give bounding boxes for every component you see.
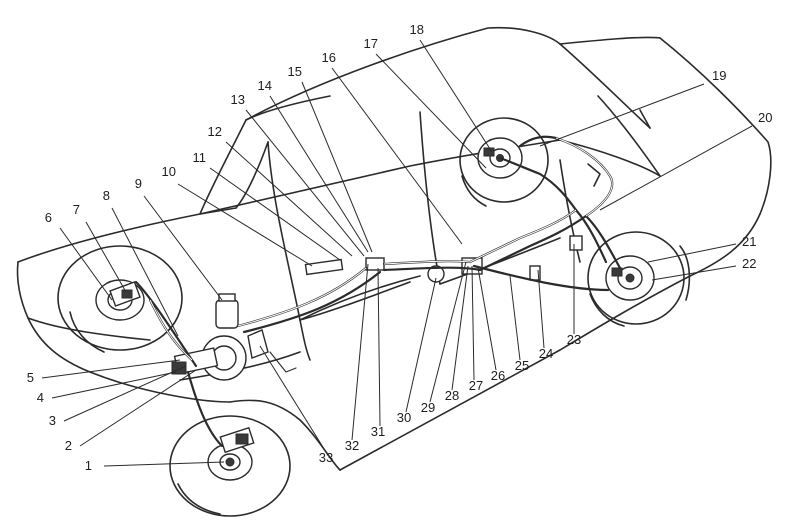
callout-label-4: 4 bbox=[37, 390, 44, 405]
callout-label-5: 5 bbox=[27, 370, 34, 385]
callout-label-6: 6 bbox=[45, 210, 52, 225]
leader-line-6 bbox=[59, 227, 113, 301]
leader-line-1 bbox=[103, 461, 225, 467]
callout-label-22: 22 bbox=[742, 256, 756, 271]
leader-line-4 bbox=[51, 371, 177, 399]
callout-label-30: 30 bbox=[397, 410, 411, 425]
callout-label-29: 29 bbox=[421, 400, 435, 415]
brake-fluid-reservoir bbox=[215, 299, 239, 329]
callout-label-11: 11 bbox=[193, 150, 207, 165]
callout-label-2: 2 bbox=[65, 438, 72, 453]
leader-line-30 bbox=[405, 277, 437, 413]
callout-label-14: 14 bbox=[258, 78, 272, 93]
callout-leaders bbox=[41, 39, 753, 467]
leader-line-7 bbox=[85, 221, 127, 293]
front-right-wheel bbox=[169, 415, 291, 517]
leader-line-25 bbox=[509, 275, 521, 361]
leader-line-13 bbox=[245, 109, 365, 257]
tee-connector bbox=[365, 257, 385, 271]
leader-line-9 bbox=[143, 195, 223, 301]
pressure-regulator bbox=[569, 235, 583, 251]
rear-right-drum-brake bbox=[605, 255, 655, 301]
front-right-disc-brake bbox=[207, 426, 255, 481]
callout-label-24: 24 bbox=[539, 346, 553, 361]
leader-line-20 bbox=[599, 125, 753, 211]
front-left-wheel bbox=[57, 245, 183, 351]
callout-label-27: 27 bbox=[469, 378, 483, 393]
car-body-outline bbox=[16, 26, 772, 471]
callout-label-10: 10 bbox=[162, 164, 176, 179]
callout-label-17: 17 bbox=[364, 36, 378, 51]
leader-line-33 bbox=[259, 345, 327, 453]
callout-label-12: 12 bbox=[208, 124, 222, 139]
leader-line-27 bbox=[471, 265, 475, 381]
callout-label-16: 16 bbox=[322, 50, 336, 65]
leader-line-14 bbox=[269, 95, 369, 253]
leader-line-18 bbox=[419, 39, 493, 153]
brake-pipes bbox=[134, 135, 622, 448]
callout-label-31: 31 bbox=[371, 424, 385, 439]
callout-label-25: 25 bbox=[515, 358, 529, 373]
callout-label-26: 26 bbox=[491, 368, 505, 383]
leader-line-24 bbox=[537, 269, 545, 349]
leader-line-15 bbox=[301, 81, 373, 253]
leader-line-11 bbox=[209, 167, 341, 261]
callout-label-33: 33 bbox=[319, 450, 333, 465]
rear-right-wheel bbox=[587, 231, 685, 325]
leader-line-29 bbox=[429, 261, 467, 403]
leader-line-17 bbox=[375, 53, 487, 169]
leader-line-12 bbox=[225, 141, 353, 257]
callout-label-21: 21 bbox=[742, 234, 756, 249]
leader-line-10 bbox=[177, 183, 313, 267]
leader-line-8 bbox=[111, 207, 179, 337]
wheels bbox=[57, 117, 691, 517]
leader-line-2 bbox=[79, 369, 197, 447]
callout-label-15: 15 bbox=[288, 64, 302, 79]
callout-label-8: 8 bbox=[103, 188, 110, 203]
leader-line-28 bbox=[451, 265, 469, 391]
callout-label-23: 23 bbox=[567, 332, 581, 347]
clamp bbox=[427, 265, 445, 283]
rear-left-wheel bbox=[459, 117, 549, 203]
callout-label-20: 20 bbox=[758, 110, 772, 125]
callout-label-3: 3 bbox=[49, 413, 56, 428]
leader-line-3 bbox=[63, 365, 187, 422]
leader-line-32 bbox=[351, 263, 369, 441]
leader-line-26 bbox=[477, 267, 497, 371]
callout-label-9: 9 bbox=[135, 176, 142, 191]
leader-line-16 bbox=[331, 67, 463, 245]
leader-line-31 bbox=[377, 267, 381, 427]
callout-label-32: 32 bbox=[345, 438, 359, 453]
callout-labels: 1234567891011121314151617181920212223242… bbox=[27, 22, 773, 473]
callout-label-19: 19 bbox=[712, 68, 726, 83]
leader-line-21 bbox=[647, 243, 737, 263]
callout-label-7: 7 bbox=[73, 202, 80, 217]
leader-line-19 bbox=[539, 83, 705, 147]
callout-label-18: 18 bbox=[410, 22, 424, 37]
front-left-disc-brake bbox=[95, 279, 145, 321]
leader-line-22 bbox=[651, 265, 737, 281]
callout-label-28: 28 bbox=[445, 388, 459, 403]
callout-label-1: 1 bbox=[85, 458, 92, 473]
leader-line-5 bbox=[41, 359, 181, 379]
callout-label-13: 13 bbox=[231, 92, 245, 107]
hose-holder bbox=[304, 258, 344, 276]
